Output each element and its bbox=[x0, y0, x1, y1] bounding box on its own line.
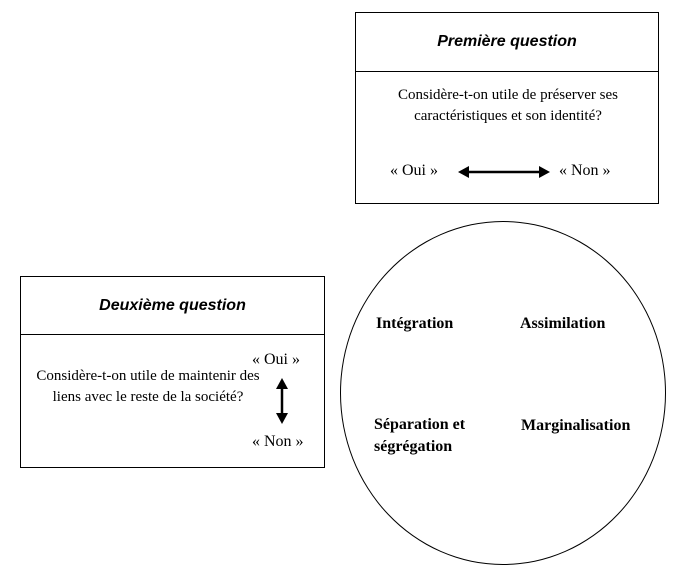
second-question-title: Deuxième question bbox=[21, 277, 324, 335]
horizontal-double-arrow-icon bbox=[458, 166, 550, 178]
first-question-text: Considère-t-on utile de préserver ses ca… bbox=[398, 87, 618, 124]
outcome-marginalisation: Marginalisation bbox=[521, 417, 631, 434]
first-question-title: Première question bbox=[356, 13, 658, 72]
outcomes-circle bbox=[340, 221, 666, 565]
vertical-double-arrow-icon bbox=[276, 378, 288, 424]
second-question-text: Considère-t-on utile de maintenir des li… bbox=[36, 368, 260, 405]
outcome-assimilation: Assimilation bbox=[520, 315, 606, 332]
second-question-box: Deuxième question Considère-t-on utile d… bbox=[20, 276, 325, 468]
first-question-no: « Non » bbox=[559, 162, 611, 179]
first-question-yes: « Oui » bbox=[390, 162, 438, 179]
second-question-yes: « Oui » bbox=[252, 351, 300, 368]
outcome-integration: Intégration bbox=[376, 315, 454, 332]
second-question-no: « Non » bbox=[252, 433, 304, 450]
outcome-separation-line1: Séparation et bbox=[374, 416, 466, 433]
outcome-separation-line2: ségrégation bbox=[374, 438, 453, 455]
